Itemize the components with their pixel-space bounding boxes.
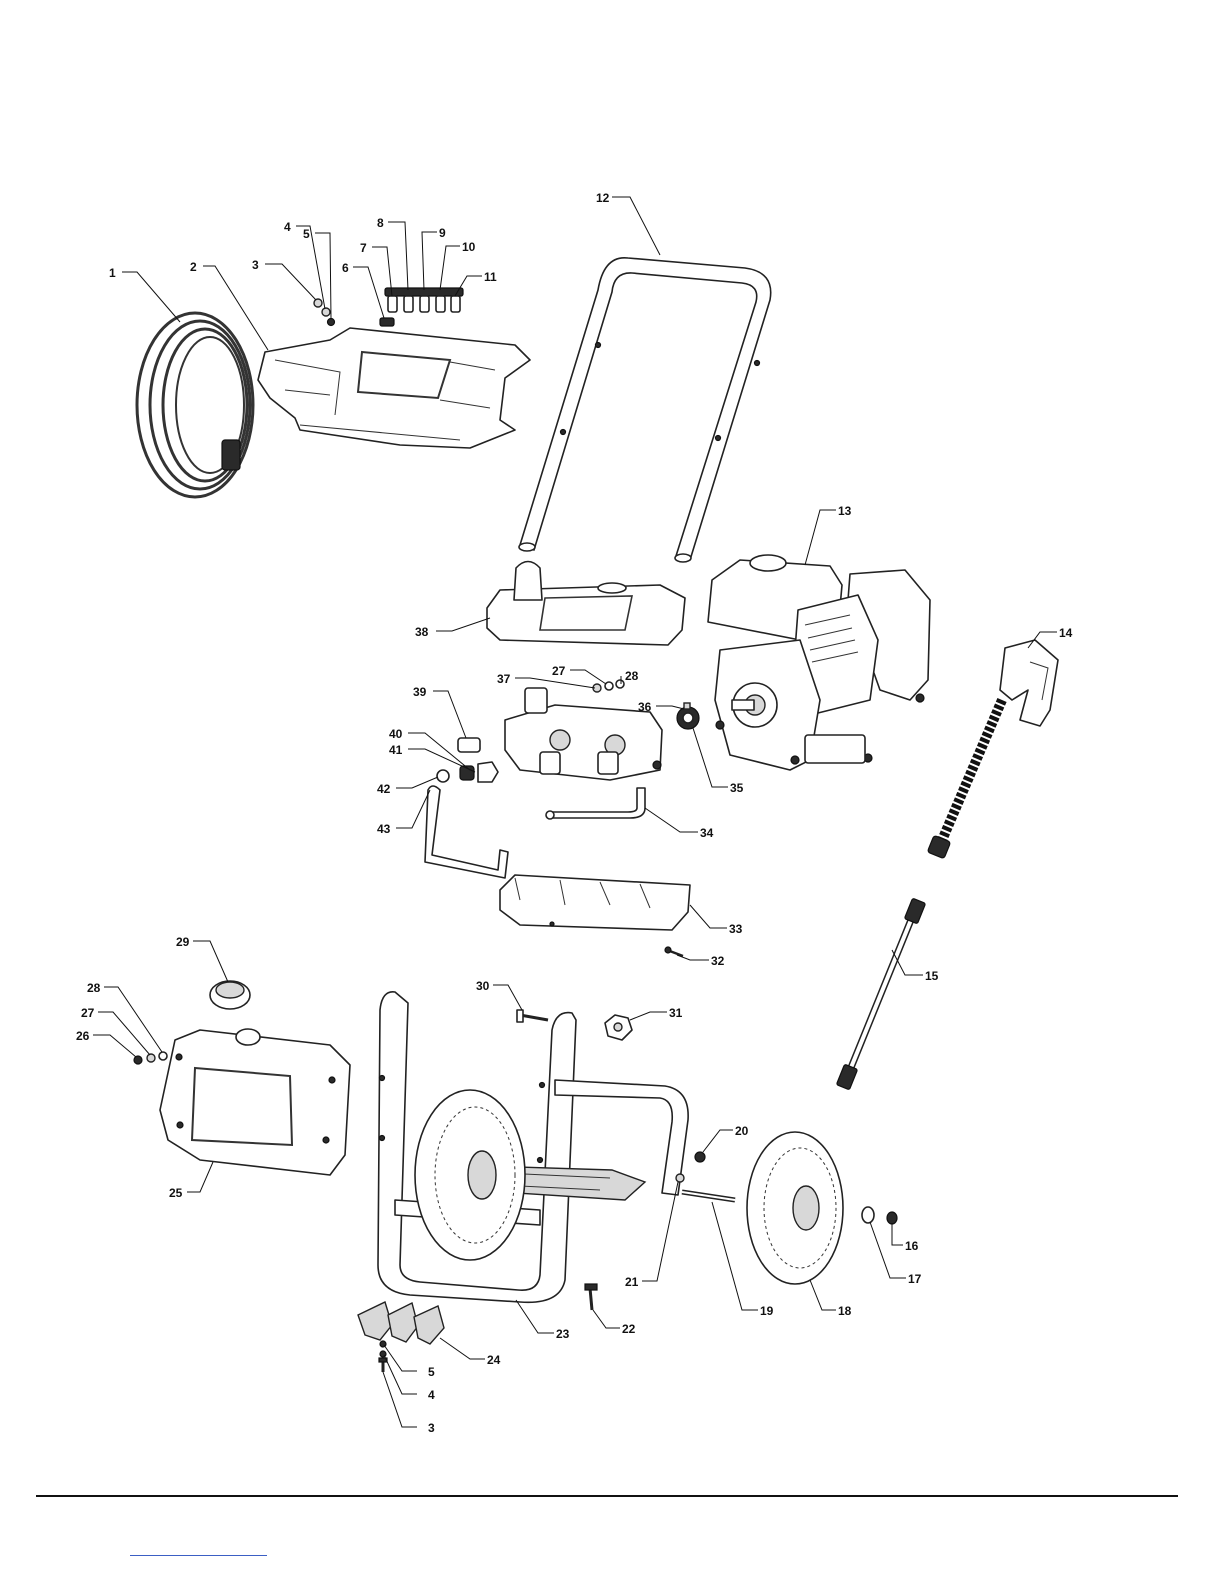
engine-cover [487, 562, 685, 646]
callout-1: 1 [109, 266, 116, 280]
accessory-holder-panel [258, 328, 530, 448]
callout-16: 16 [905, 1239, 919, 1253]
tank-bolts [134, 1052, 167, 1064]
callout-22: 22 [622, 1322, 636, 1336]
detergent-tank [160, 1029, 350, 1175]
callout-4: 4 [284, 220, 291, 234]
engine [708, 555, 930, 770]
callout-26: 26 [76, 1029, 90, 1043]
callout-20: 20 [735, 1124, 749, 1138]
callout-15: 15 [925, 969, 939, 983]
callout-2: 2 [190, 260, 197, 274]
callout-33: 33 [729, 922, 743, 936]
callout-40: 40 [389, 727, 403, 741]
base-tray [500, 875, 690, 930]
hose-clips [358, 1302, 444, 1344]
callout-27-tank: 27 [81, 1006, 95, 1020]
callout-12: 12 [596, 191, 610, 205]
callout-38: 38 [415, 625, 429, 639]
wheel-right [747, 1132, 843, 1284]
callout-6: 6 [342, 261, 349, 275]
callout-30: 30 [476, 979, 490, 993]
callout-3-bottom: 3 [428, 1421, 435, 1435]
spray-nozzle-set [385, 288, 463, 312]
fuel-cap [210, 981, 250, 1009]
callout-25: 25 [169, 1186, 183, 1200]
gun-wand-hose [940, 700, 1002, 845]
callout-36: 36 [638, 700, 652, 714]
callout-24: 24 [487, 1353, 501, 1367]
footer-link-underline[interactable] [130, 1555, 267, 1556]
tray-screw [665, 947, 683, 956]
callout-18: 18 [838, 1304, 852, 1318]
bypass-tube [425, 786, 508, 878]
spray-gun [927, 640, 1058, 859]
callout-10: 10 [462, 240, 476, 254]
wheel-left [415, 1090, 525, 1260]
axle [682, 1192, 735, 1200]
callout-4-bottom: 4 [428, 1388, 435, 1402]
callout-17: 17 [908, 1272, 922, 1286]
callout-8: 8 [377, 216, 384, 230]
callout-14: 14 [1059, 626, 1073, 640]
callout-41: 41 [389, 743, 403, 757]
callout-31: 31 [669, 1006, 683, 1020]
callout-27-pump: 27 [552, 664, 566, 678]
callout-29: 29 [176, 935, 190, 949]
callout-13: 13 [838, 504, 852, 518]
callout-23: 23 [556, 1327, 570, 1341]
callout-9: 9 [439, 226, 446, 240]
callout-28-tank: 28 [87, 981, 101, 995]
callout-43: 43 [377, 822, 391, 836]
pump-gear [677, 703, 699, 729]
callout-19: 19 [760, 1304, 774, 1318]
callout-5: 5 [303, 227, 310, 241]
callout-7: 7 [360, 241, 367, 255]
screw-washer-set-bottom [379, 1341, 387, 1372]
callout-42: 42 [377, 782, 391, 796]
pin-bolt [517, 1010, 548, 1022]
callout-39: 39 [413, 685, 427, 699]
callout-11: 11 [484, 270, 497, 284]
callout-3: 3 [252, 258, 259, 272]
callout-35: 35 [730, 781, 744, 795]
callout-21: 21 [625, 1275, 639, 1289]
callout-5-bottom: 5 [428, 1365, 435, 1379]
callout-28-pump: 28 [625, 669, 639, 683]
knob [605, 1015, 632, 1040]
hose-coil [137, 313, 253, 497]
callout-34: 34 [700, 826, 714, 840]
extension-wand [836, 898, 925, 1090]
callout-32: 32 [711, 954, 725, 968]
callout-37: 37 [497, 672, 511, 686]
handle-frame [519, 258, 771, 562]
footer-divider [36, 1495, 1178, 1497]
